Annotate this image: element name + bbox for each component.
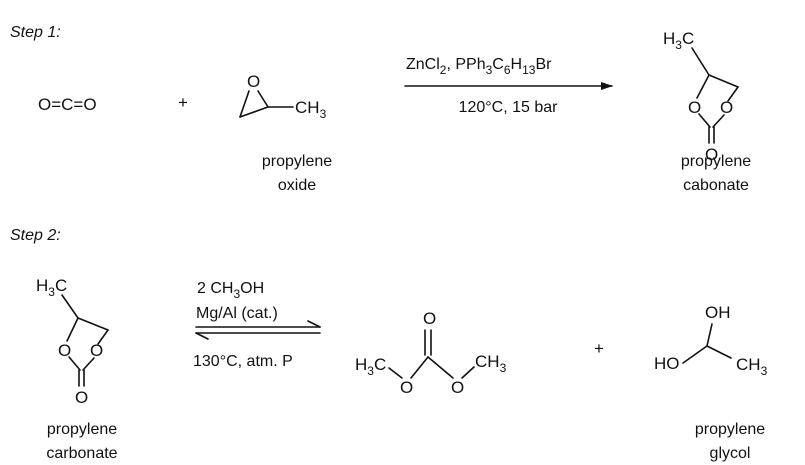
methyl-group: CH3 bbox=[295, 98, 327, 121]
propylene-carbonate-name: carbonate bbox=[46, 445, 117, 462]
step2-reagent: 2 CH3OH bbox=[197, 280, 264, 301]
ring-oxygen: O bbox=[688, 98, 701, 117]
ring-oxygen: O bbox=[720, 98, 733, 117]
propylene-oxide-structure: O CH3 bbox=[239, 72, 327, 121]
dimethyl-carbonate-structure: H3C O O O CH3 bbox=[355, 309, 507, 397]
methyl-group: CH3 bbox=[475, 352, 507, 375]
propylene-carbonate-name: cabonate bbox=[683, 177, 749, 194]
step2-label: Step 2: bbox=[10, 227, 61, 244]
propylene-carbonate-name: propylene bbox=[47, 421, 117, 438]
propylene-glycol-structure: OH HO CH3 bbox=[654, 303, 768, 378]
carbonyl-oxygen: O bbox=[705, 145, 718, 164]
equilibrium-arrows bbox=[195, 320, 321, 340]
carbon-dioxide: O=C=O bbox=[38, 95, 97, 114]
ring-oxygen: O bbox=[90, 341, 103, 360]
methyl-group: CH3 bbox=[736, 355, 768, 378]
step2-conditions: 130°C, atm. P bbox=[193, 353, 293, 370]
step1-catalyst: ZnCl2, PPh3C6H13Br bbox=[406, 56, 552, 77]
step1-conditions: 120°C, 15 bar bbox=[459, 99, 559, 116]
propylene-carbonate-structure: H3C O O O bbox=[663, 29, 739, 164]
propylene-carbonate-structure: H3C O O O bbox=[36, 276, 109, 407]
propylene-carbonate-name: propylene bbox=[681, 153, 751, 170]
ring-oxygen: O bbox=[58, 341, 71, 360]
methyl-group: H3C bbox=[355, 355, 386, 378]
hydroxyl-group: OH bbox=[705, 303, 731, 322]
ester-oxygen: O bbox=[451, 378, 464, 397]
epoxide-oxygen: O bbox=[247, 72, 260, 91]
step1-label: Step 1: bbox=[10, 24, 61, 41]
propylene-glycol-name: propylene bbox=[695, 421, 765, 438]
propylene-oxide-name: oxide bbox=[278, 177, 316, 194]
carbonyl-oxygen: O bbox=[75, 388, 88, 407]
hydroxyl-group: HO bbox=[654, 354, 680, 373]
carbonyl-oxygen: O bbox=[423, 309, 436, 328]
step2-catalyst: Mg/Al (cat.) bbox=[196, 305, 278, 322]
plus-sign-step1: + bbox=[178, 93, 188, 112]
propylene-glycol-name: glycol bbox=[710, 445, 751, 462]
plus-sign-step2: + bbox=[594, 339, 604, 358]
methyl-group: H3C bbox=[663, 29, 694, 52]
propylene-oxide-name: propylene bbox=[262, 153, 332, 170]
methyl-group: H3C bbox=[36, 276, 67, 299]
ester-oxygen: O bbox=[400, 378, 413, 397]
